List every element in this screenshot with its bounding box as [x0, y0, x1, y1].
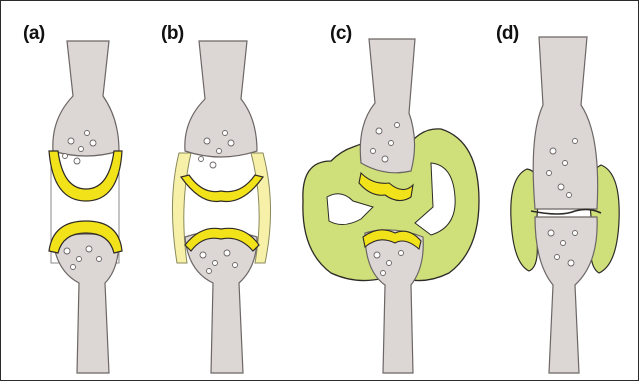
joint-d-upper-bone: [533, 37, 597, 209]
joint-c-lower-bone: [365, 230, 423, 373]
joint-c-upper-bone: [360, 39, 415, 173]
joint-c-inflamed: [303, 39, 479, 373]
joint-d-lower-bone: [535, 217, 597, 373]
joint-b-lower-bone: [185, 231, 257, 373]
joint-b-early-damage: [172, 41, 270, 373]
joint-a-healthy: [49, 41, 122, 373]
joint-a-upper-bone: [53, 41, 119, 156]
joint-b-upper-cartilage: [181, 175, 263, 202]
joint-a-lower-bone: [53, 234, 119, 373]
joint-d-fused: [511, 37, 619, 373]
joint-b-upper-bone: [185, 41, 257, 157]
